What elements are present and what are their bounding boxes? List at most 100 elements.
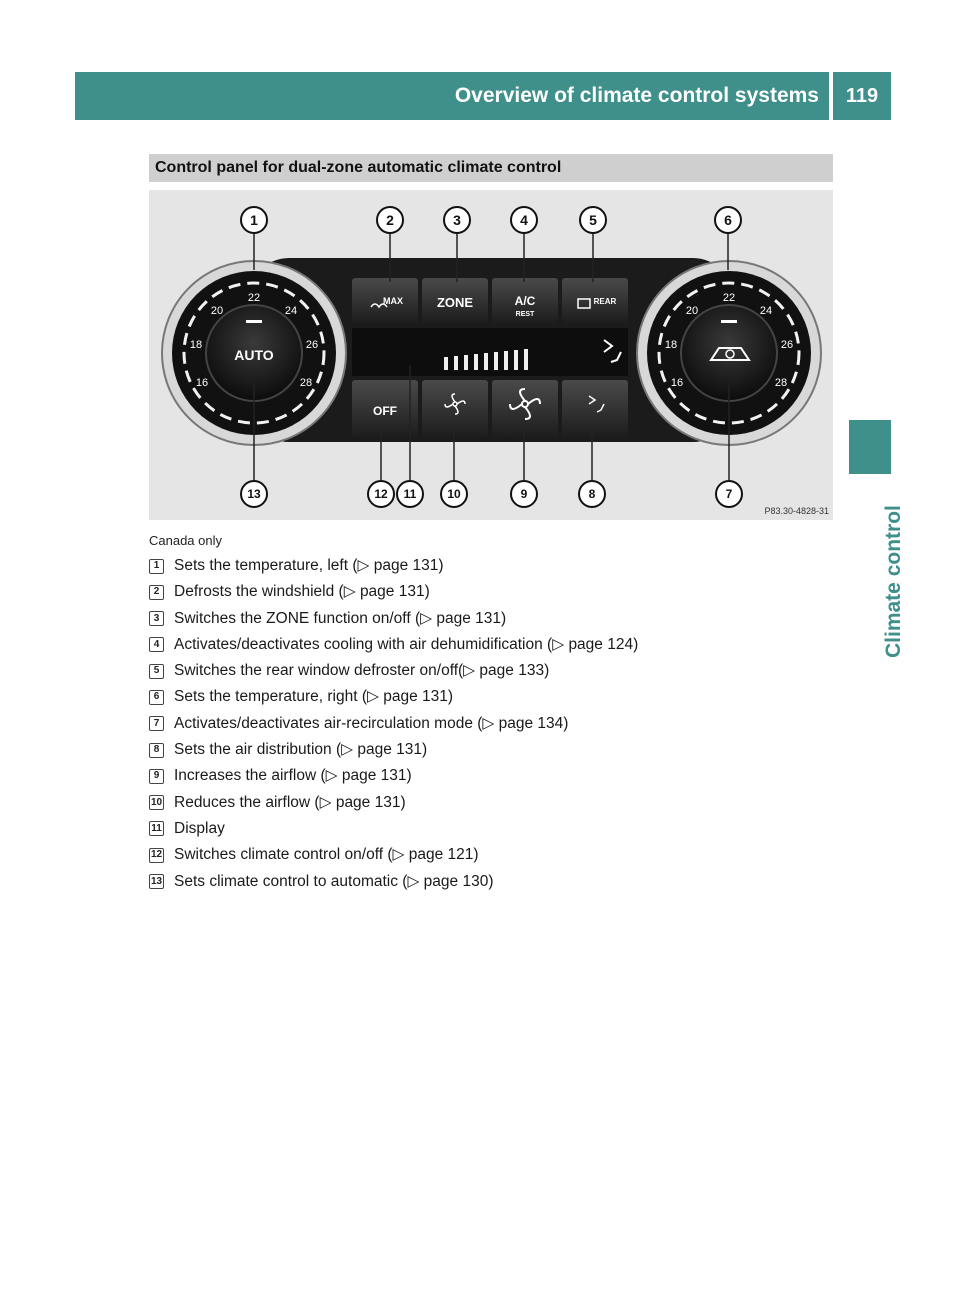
callout-4: 4 <box>520 212 528 228</box>
right-tick-28: 28 <box>775 377 787 389</box>
item-number: 2 <box>149 584 164 600</box>
left-temperature-dial[interactable] <box>161 260 347 446</box>
off-button[interactable] <box>352 380 418 438</box>
left-tick-26: 26 <box>306 339 318 351</box>
zone-button[interactable] <box>422 278 488 324</box>
left-tick-28: 28 <box>300 377 312 389</box>
item-text: Activates/deactivates air-recirculation … <box>174 714 569 732</box>
callout-8: 8 <box>589 487 596 501</box>
control-panel-illustration: AUTO 22 20 24 18 26 16 28 22 20 24 18 26… <box>161 206 829 516</box>
ac-button[interactable] <box>492 278 558 324</box>
item-number: 5 <box>149 663 164 679</box>
display-area <box>352 328 628 376</box>
callouts-bottom: 13 12 11 10 9 8 7 <box>240 480 743 508</box>
callout-9: 9 <box>521 487 528 501</box>
item-text: Increases the airflow (▷ page 131) <box>174 767 412 785</box>
item-text: Activates/deactivates cooling with air d… <box>174 635 639 653</box>
header-bar: Overview of climate control systems 119 <box>75 72 891 120</box>
side-tab-label: Climate control <box>882 505 905 658</box>
item-text: Sets the temperature, left (▷ page 131) <box>174 557 444 574</box>
callout-lines <box>253 232 730 480</box>
callout-5: 5 <box>589 212 597 228</box>
list-item: 7 Activates/deactivates air-recirculation… <box>149 714 839 740</box>
list-item: 6 Sets the temperature, right (▷ page 131… <box>149 687 839 713</box>
item-number: 13 <box>149 874 164 890</box>
item-text: Defrosts the windshield (▷ page 131) <box>174 583 430 601</box>
fan-increase-button[interactable] <box>492 380 558 438</box>
rear-label: REAR <box>594 297 617 306</box>
off-label: OFF <box>373 404 397 418</box>
air-distribution-icon <box>588 395 605 413</box>
rear-defrost-button[interactable] <box>562 278 628 324</box>
side-tab-marker <box>849 420 891 474</box>
figure-reference: P83.30-4828-31 <box>764 506 829 516</box>
left-dial-indicator <box>246 320 262 323</box>
zone-label: ZONE <box>437 295 473 310</box>
right-tick-24: 24 <box>760 305 772 317</box>
item-number: 8 <box>149 742 164 758</box>
item-number: 4 <box>149 637 164 653</box>
list-item: 12 Switches climate control on/off (▷ pag… <box>149 845 839 871</box>
header-separator <box>829 72 833 120</box>
item-text: Reduces the airflow (▷ page 131) <box>174 793 406 811</box>
list-item: 4 Activates/deactivates cooling with air … <box>149 635 839 661</box>
fan-small-icon <box>444 393 466 415</box>
list-item: 8 Sets the air distribution (▷ page 131) <box>149 740 839 766</box>
callout-1: 1 <box>250 212 258 228</box>
page-number: 119 <box>845 84 879 107</box>
fan-decrease-button[interactable] <box>422 380 488 438</box>
item-text: Switches climate control on/off (▷ page … <box>174 846 479 864</box>
defrost-max-button[interactable] <box>352 278 418 324</box>
item-number: 7 <box>149 716 164 732</box>
fan-large-icon <box>509 388 541 420</box>
callout-13: 13 <box>247 487 261 501</box>
defrost-icon <box>370 303 388 309</box>
side-tab-label-wrap: Climate control <box>856 482 905 662</box>
callout-10: 10 <box>447 487 461 501</box>
list-item: 9 Increases the airflow (▷ page 131) <box>149 766 839 792</box>
item-text: Display <box>174 819 225 837</box>
item-number: 3 <box>149 611 164 627</box>
list-item: 2 Defrosts the windshield (▷ page 131) <box>149 582 839 608</box>
item-text: Sets the air distribution (▷ page 131) <box>174 741 428 759</box>
left-tick-18: 18 <box>190 339 202 351</box>
section-title-bar: Control panel for dual-zone automatic cl… <box>149 154 833 182</box>
item-text: Sets the temperature, right (▷ page 131) <box>174 688 454 706</box>
callouts-top: 1 2 3 4 5 6 <box>240 206 742 234</box>
callout-12: 12 <box>374 487 388 501</box>
right-dial-indicator <box>721 320 737 323</box>
fan-level-bars <box>444 349 528 370</box>
air-distribution-display-icon <box>603 339 622 363</box>
header-title-box: Overview of climate control systems <box>75 72 829 120</box>
right-tick-16: 16 <box>671 377 683 389</box>
item-text: Switches the rear window defroster on/of… <box>174 662 550 680</box>
right-tick-20: 20 <box>686 305 698 317</box>
list-item: 5 Switches the rear window defroster on/o… <box>149 661 839 687</box>
item-text: Sets climate control to automatic (▷ pag… <box>174 872 494 890</box>
rear-window-icon <box>577 298 591 309</box>
item-number: 6 <box>149 689 164 705</box>
left-tick-22: 22 <box>248 292 260 304</box>
ac-sub-label: REST <box>516 311 535 318</box>
callout-2: 2 <box>386 212 394 228</box>
right-temperature-dial[interactable] <box>636 260 822 446</box>
defrost-max-label: MAX <box>383 296 403 306</box>
item-number: 9 <box>149 768 164 784</box>
page-number-box: 119 <box>833 72 891 120</box>
recirculation-icon <box>709 347 751 361</box>
auto-label: AUTO <box>234 347 274 363</box>
right-tick-18: 18 <box>665 339 677 351</box>
callout-7: 7 <box>726 487 733 501</box>
right-tick-26: 26 <box>781 339 793 351</box>
air-distribution-button[interactable] <box>562 380 628 438</box>
left-tick-16: 16 <box>196 377 208 389</box>
item-number: 12 <box>149 847 164 863</box>
header-title: Overview of climate control systems <box>454 84 819 107</box>
control-panel-figure: AUTO 22 20 24 18 26 16 28 22 20 24 18 26… <box>149 190 833 520</box>
callout-6: 6 <box>724 212 732 228</box>
right-tick-22: 22 <box>723 292 735 304</box>
section-title: Control panel for dual-zone automatic cl… <box>155 159 562 176</box>
